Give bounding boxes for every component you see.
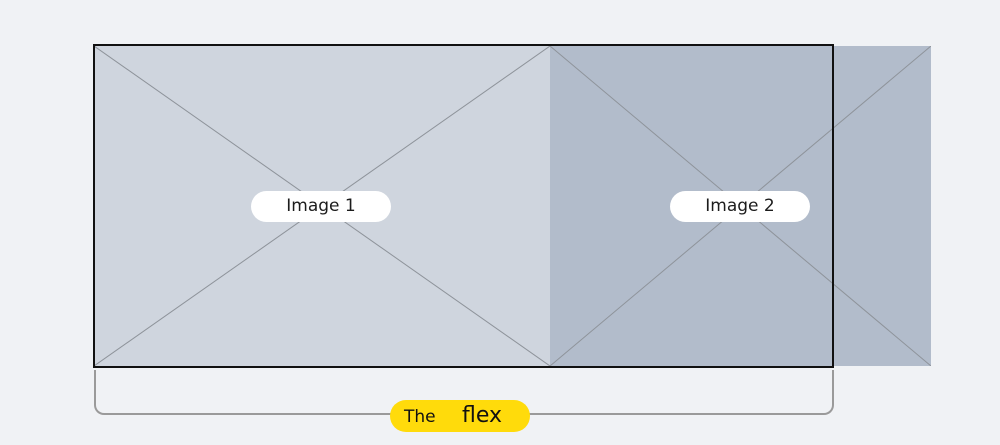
image-1-placeholder: Image 1 <box>94 46 550 366</box>
flex-label-pill: The flex <box>390 400 530 432</box>
flex-container-outline <box>93 44 834 368</box>
image-2-placeholder: Image 2 <box>550 46 931 366</box>
image-1-label: Image 1 <box>251 191 391 222</box>
image-2-label: Image 2 <box>670 191 810 222</box>
flex-label-prefix: The <box>404 407 436 427</box>
flex-label-keyword: flex <box>462 403 503 428</box>
